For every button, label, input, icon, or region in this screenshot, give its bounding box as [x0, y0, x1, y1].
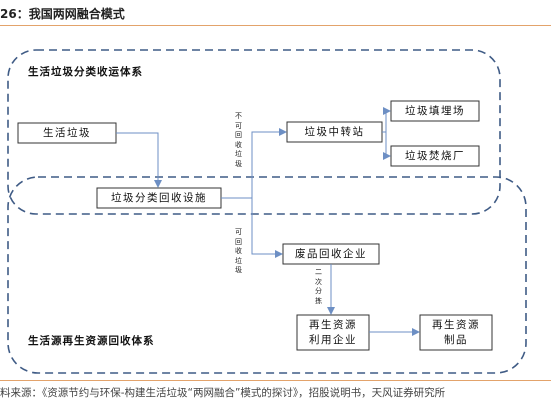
arrow-transfer-to-incineration [383, 132, 391, 160]
arrow-sorting-to-recycling [251, 198, 283, 258]
arrow-domestic-to-sorting [116, 132, 162, 188]
title-divider [0, 25, 551, 26]
node-transfer-station-label: 垃圾中转站 [304, 126, 365, 138]
region-bottom-label: 生活源再生资源回收体系 [28, 335, 155, 347]
node-sorting-facility-label: 垃圾分类回收设施 [111, 192, 207, 204]
node-products-label-2: 制品 [444, 334, 468, 346]
region-top-outline [7, 49, 501, 215]
node-reuse-enterprise-label-1: 再生资源 [309, 319, 357, 331]
node-domestic-waste-label: 生活垃圾 [43, 127, 91, 139]
edge-label-non-recyclable: 不可回收垃圾 [235, 112, 242, 168]
node-products-box [419, 314, 493, 351]
arrow-sorting-to-transfer [221, 128, 287, 199]
node-incineration-label: 垃圾焚烧厂 [405, 150, 465, 162]
region-top-label: 生活垃圾分类收运体系 [28, 66, 143, 78]
node-waste-recycling-label: 废品回收企业 [295, 248, 367, 260]
edge-label-secondary-sorting: 二次分拣 [315, 268, 322, 305]
page-title: 26：我国两网融合模式 [0, 7, 125, 21]
node-incineration-box [390, 145, 480, 167]
node-reuse-enterprise-box [296, 314, 370, 351]
node-reuse-enterprise-label-2: 利用企业 [309, 334, 357, 346]
footer-divider [0, 380, 551, 381]
arrow-transfer-to-landfill [382, 107, 391, 133]
source-note: 料来源：《资源节约与环保-构建生活垃圾“两网融合”模式的探讨》，招股说明书，天风… [0, 387, 446, 399]
region-bottom-outline [7, 176, 527, 374]
node-products-label-1: 再生资源 [432, 319, 480, 331]
edge-label-recyclable: 可回收垃圾 [235, 228, 242, 274]
node-landfill-box [390, 100, 480, 122]
node-landfill-label: 垃圾填埋场 [405, 105, 465, 117]
